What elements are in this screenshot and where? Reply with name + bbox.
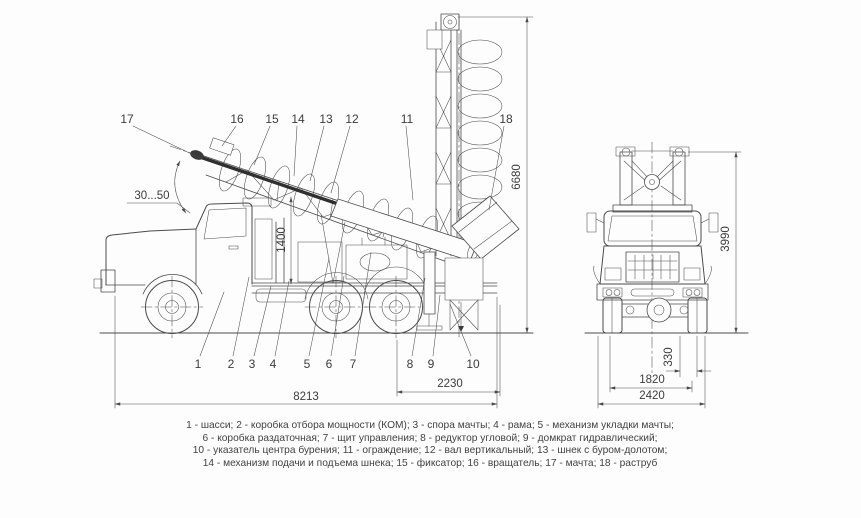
wheel-left-front-view <box>602 297 623 334</box>
dim-mast-height: 6680 <box>457 16 534 334</box>
callout-9: 9 <box>428 357 435 371</box>
cab-outline <box>195 202 253 285</box>
cab-window <box>203 207 247 240</box>
rotator-box <box>209 137 235 156</box>
headlight-right <box>683 267 701 281</box>
callout-18: 18 <box>499 112 513 126</box>
mast-tip <box>190 150 204 160</box>
mast-top-bracket <box>426 29 443 50</box>
dim-overall-width: 2420 <box>597 335 706 409</box>
mast-inclined <box>190 137 520 264</box>
mast-top-pulley-housing <box>440 13 460 31</box>
tow-hook <box>93 278 103 289</box>
fender-right <box>704 265 712 285</box>
mast-support-base <box>612 204 693 213</box>
hydraulic-jack <box>423 251 436 315</box>
dim-overall-width-value: 2420 <box>639 390 665 402</box>
dim-platform-height: 1400 <box>276 196 293 285</box>
pump-box <box>345 244 408 280</box>
hydraulic-tank <box>254 218 273 280</box>
callout-7: 7 <box>350 357 357 371</box>
dim-axle-offset: 330 <box>663 335 712 378</box>
dim-platform-height-value: 1400 <box>276 227 288 253</box>
dim-overall-length: 8 2 1 3 <box>114 295 498 409</box>
deck-equipment <box>254 213 408 284</box>
mast-raised-lattice <box>435 39 452 241</box>
rear-fender-1 <box>304 272 369 300</box>
wheel-rear-2 <box>364 275 428 339</box>
dim-overall-length-value: 8213 <box>293 391 319 403</box>
fuel-tank <box>255 288 307 303</box>
callout-3: 3 <box>249 357 256 371</box>
legend: 1 - шасси; 2 - коробка отбора мощности (… <box>186 419 674 469</box>
dim-track-width-value: 1820 <box>639 374 665 386</box>
cab-roof-bracket <box>242 197 272 207</box>
dim-overall-height: 3990 <box>687 151 742 334</box>
callout-15: 15 <box>265 112 279 126</box>
wheel-right-front-view <box>687 297 708 334</box>
front-view: 3990 330 1820 2420 <box>584 141 749 409</box>
legend-line-4: 14 - механизм подачи и подъема шнека; 15… <box>203 457 658 469</box>
grille-slats <box>627 254 678 280</box>
cab-front <box>586 210 719 247</box>
callout-16: 16 <box>230 112 244 126</box>
dim-rear-overhang-value: 2230 <box>437 378 463 390</box>
front-end <box>593 245 712 301</box>
callouts-top: 17 16 15 14 13 12 11 18 <box>120 112 513 211</box>
front-axle <box>602 297 708 334</box>
callout-6: 6 <box>326 357 333 371</box>
bell-mouth <box>451 195 520 260</box>
callout-5: 5 <box>304 357 311 371</box>
callout-13: 13 <box>319 112 333 126</box>
side-view: 8213 2230 6680 1400 30...50 <box>93 13 534 409</box>
dim-rear-overhang: 2230 <box>396 304 501 397</box>
hood-outline <box>105 228 197 286</box>
auger-raised-spiral <box>457 39 503 227</box>
headlight-left <box>604 267 622 281</box>
legend-line-3: 10 - указатель центра бурения; 11 - огра… <box>193 444 668 456</box>
mast-bottom-chord <box>205 174 451 264</box>
callout-14: 14 <box>291 112 305 126</box>
callout-2: 2 <box>228 357 235 371</box>
callout-10: 10 <box>466 357 480 371</box>
dim-mast-angle: 30...50 <box>126 160 191 214</box>
dim-mast-height-value: 6680 <box>511 164 523 190</box>
mast-folded-front <box>612 146 693 213</box>
mirror-right <box>708 212 719 233</box>
door-handle <box>228 245 239 250</box>
leader-lines-bottom <box>199 251 472 357</box>
angle-gearbox <box>444 257 484 301</box>
callout-17: 17 <box>120 112 134 126</box>
legend-line-2: 6 - коробка раздаточная; 7 - щит управле… <box>202 432 657 444</box>
callout-1: 1 <box>195 357 202 371</box>
pump-unit <box>359 252 391 272</box>
transfer-case-box <box>297 241 343 283</box>
fender-left <box>593 265 601 285</box>
callout-12: 12 <box>345 112 359 126</box>
differential <box>646 297 672 323</box>
grille <box>625 251 680 283</box>
dim-overall-height-value: 3990 <box>720 226 732 252</box>
callout-8: 8 <box>407 357 414 371</box>
rear-units <box>416 251 484 332</box>
callouts-bottom: 1 2 3 4 5 6 7 8 9 10 <box>195 251 480 371</box>
wheel-front <box>140 275 204 339</box>
dim-mast-angle-value: 30...50 <box>134 190 169 202</box>
dim-axle-offset-value: 330 <box>663 347 675 366</box>
leader-lines-top <box>132 125 505 211</box>
front-fender <box>142 274 203 295</box>
jack-foot <box>416 325 443 331</box>
front-bumper <box>100 269 116 293</box>
callout-11: 11 <box>401 112 414 126</box>
mast-raised <box>426 13 503 257</box>
callout-4: 4 <box>270 357 277 371</box>
windshield <box>607 215 698 242</box>
legend-line-1: 1 - шасси; 2 - коробка отбора мощности (… <box>186 419 674 431</box>
dim-track-width: 1820 <box>609 335 693 393</box>
mirror-left <box>586 212 597 233</box>
